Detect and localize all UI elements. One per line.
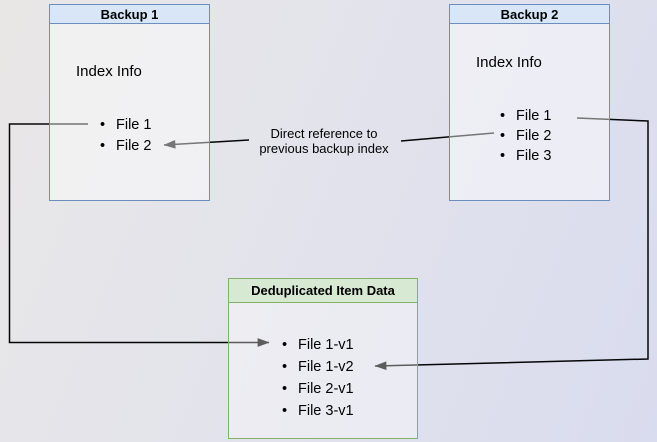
annotation-line2: previous backup index: [259, 141, 389, 156]
deduplicated-item-data-box: Deduplicated Item Data File 1-v1 File 1-…: [228, 278, 418, 439]
backup1-title: Backup 1: [50, 5, 209, 24]
backup2-title: Backup 2: [450, 5, 609, 24]
backup2-index-info-label: Index Info: [476, 54, 542, 71]
list-item-file2-v1: File 2-v1: [282, 378, 353, 400]
list-item-file1-v1: File 1-v1: [282, 334, 353, 356]
annotation-line1: Direct reference to: [270, 126, 378, 141]
list-item-file3: File 3: [500, 146, 552, 166]
list-item-file2: File 2: [500, 126, 552, 146]
list-item-file2: File 2: [100, 136, 152, 157]
backup2-file-list: File 1 File 2 File 3: [500, 106, 552, 166]
backup2-box: Backup 2 Index Info File 1 File 2 File 3: [449, 4, 610, 201]
list-item-file1-v2: File 1-v2: [282, 356, 353, 378]
list-item-file1: File 1: [500, 106, 552, 126]
list-item-file3-v1: File 3-v1: [282, 400, 353, 422]
list-item-file1: File 1: [100, 115, 152, 136]
reference-annotation: Direct reference to previous backup inde…: [259, 126, 388, 156]
backup1-index-info-label: Index Info: [76, 63, 142, 80]
backup1-file-list: File 1 File 2: [100, 115, 152, 157]
backup1-box: Backup 1 Index Info File 1 File 2: [49, 4, 210, 201]
dedup-title: Deduplicated Item Data: [229, 279, 417, 303]
dedup-file-list: File 1-v1 File 1-v2 File 2-v1 File 3-v1: [282, 334, 353, 422]
